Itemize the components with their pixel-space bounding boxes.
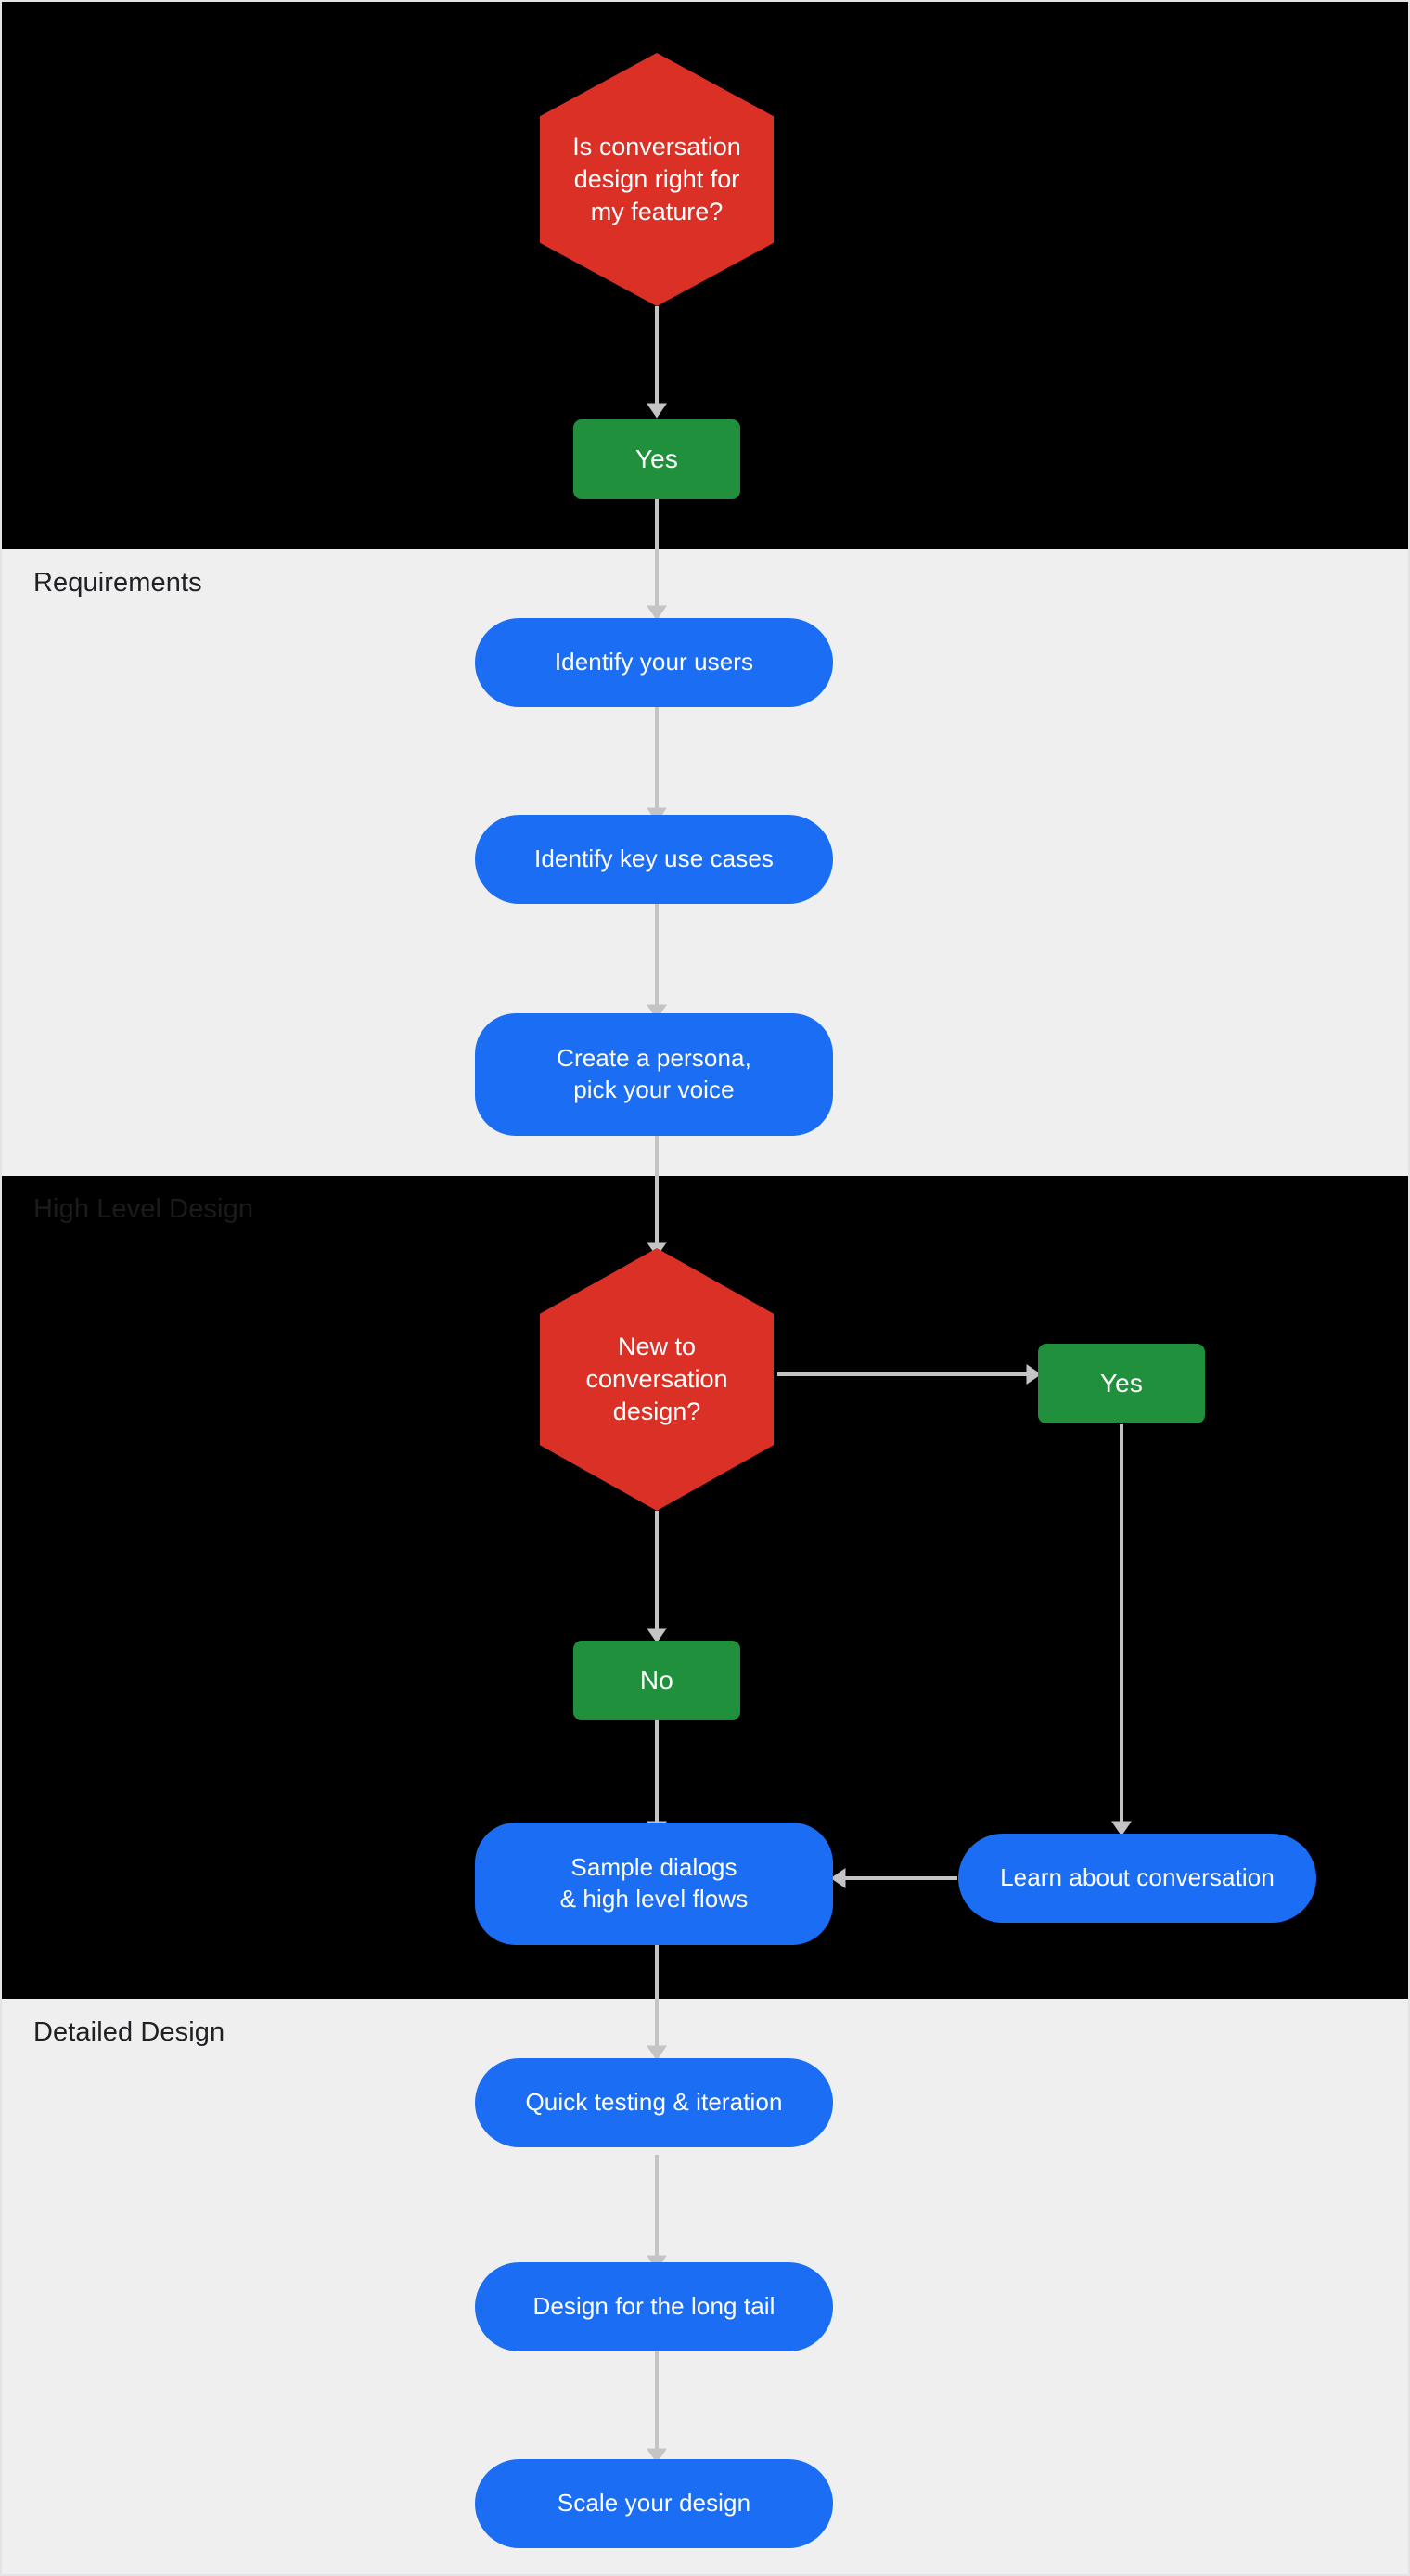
answer-chip-no-new[interactable]: No [573,1641,740,1720]
step-node-learn-about-conversation[interactable]: Learn about conversation [958,1834,1316,1923]
step-node-sample-dialogs[interactable]: Sample dialogs & high level flows [475,1823,833,1945]
answer-chip-yes-new[interactable]: Yes [1038,1344,1205,1423]
step-node-design-for-the-long-tail[interactable]: Design for the long tail [475,2262,833,2351]
band-label-requirements: Requirements [33,568,202,598]
step-node-identify-your-users[interactable]: Identify your users [475,618,833,707]
step-node-scale-your-design[interactable]: Scale your design [475,2459,833,2548]
step-node-create-a-persona[interactable]: Create a persona, pick your voice [475,1013,833,1136]
step-node-quick-testing-iteration[interactable]: Quick testing & iteration [475,2058,833,2147]
band-label-detailed-design: Detailed Design [33,2017,225,2047]
decision-node-conversation-design-fit[interactable]: Is conversation design right for my feat… [540,53,774,306]
step-node-identify-key-use-cases[interactable]: Identify key use cases [475,815,833,904]
band-label-high-level-design: High Level Design [33,1194,254,1224]
answer-chip-yes-fit[interactable]: Yes [573,419,740,499]
